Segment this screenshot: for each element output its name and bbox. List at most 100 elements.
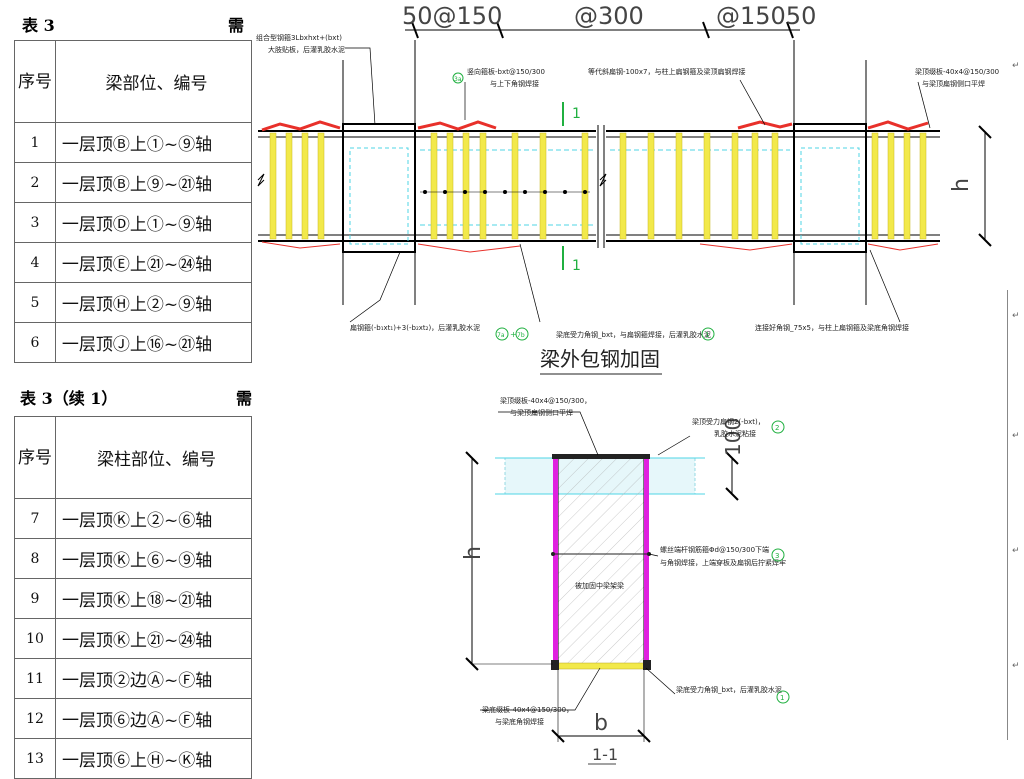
table-row[interactable]: 3 一层顶Ⓓ上①~⑨轴 xyxy=(14,202,253,243)
table-row[interactable]: 5 一层顶Ⓗ上②~⑨轴 xyxy=(14,282,253,323)
row-part: 一层顶Ⓚ上㉑~㉔轴 xyxy=(54,618,253,659)
note-top-plate-2: 与梁顶扁钢侧口平焊 xyxy=(510,408,573,417)
table3-header: 序号 梁部位、编号 xyxy=(14,40,253,123)
row-part: 一层顶Ⓔ上㉑~㉔轴 xyxy=(54,242,253,283)
badge-1 xyxy=(701,327,715,341)
note-bottom-angle: 梁底受力角钢_bxt，后灌乳胶水泥 xyxy=(676,685,782,694)
dim-tick xyxy=(496,21,504,39)
beam-section xyxy=(557,457,645,665)
table3-title-suffix: 需 xyxy=(228,16,245,35)
note-bottom-angle: 梁底受力角钢_bxt，与扁钢箍焊接，后灌乳胶水泥 xyxy=(556,330,711,339)
leader xyxy=(645,667,676,695)
table-row[interactable]: 10 一层顶Ⓚ上㉑~㉔轴 xyxy=(14,618,253,659)
table3-cont-title-suffix: 需 xyxy=(236,389,253,408)
section-inner-label: 被加固中梁架梁 xyxy=(575,581,624,590)
side-plate-left xyxy=(553,458,558,664)
note-top-plate-1: 梁顶缀板-40x4@150/300 xyxy=(915,67,999,76)
note-top-plate-1: 梁顶缀板-40x4@150/300， xyxy=(500,396,591,405)
section-view: 被加固中梁架梁 h 100 b 1-1 梁顶缀板-40x4@150/300， 与… xyxy=(461,396,790,765)
row-part: 一层顶Ⓚ上⑥~⑨轴 xyxy=(54,538,253,579)
row-no: 7 xyxy=(14,498,56,539)
table-row[interactable]: 12 一层顶⑥边Ⓐ~Ⓕ轴 xyxy=(14,698,253,739)
badge-2-label: 2 xyxy=(775,424,779,432)
row-part: 一层顶Ⓚ上②~⑥轴 xyxy=(54,498,253,539)
dim-mid: @300 xyxy=(574,2,644,30)
paragraph-mark-icon: ↵ xyxy=(1012,545,1020,555)
strip xyxy=(301,132,309,240)
dim-left: 50@150 xyxy=(402,2,502,30)
red-batten-plates xyxy=(261,120,929,132)
row-part: 一层顶⑥边Ⓐ~Ⓕ轴 xyxy=(54,698,253,739)
strip xyxy=(430,132,438,240)
badge-3a-label: 3a xyxy=(454,76,462,83)
table-row[interactable]: 1 一层顶Ⓑ上①~⑨轴 xyxy=(14,122,253,163)
row-no: 13 xyxy=(14,738,56,779)
note-bolt-1: 螺丝端杆钢筋箍Φd@150/300下端 xyxy=(660,545,769,554)
column-inner-outline xyxy=(349,147,409,245)
strip xyxy=(446,132,454,240)
h-dim-tick xyxy=(978,125,992,139)
note-batten-plate: 等代斜扁钢-100x7，与柱上扁钢箍及梁顶扁钢焊接 xyxy=(588,67,745,76)
leader xyxy=(349,251,401,323)
note-top-flat-2: 乳胶水泥粘接 xyxy=(714,429,756,438)
strip xyxy=(619,132,627,240)
side-plate-right xyxy=(644,458,649,664)
table3-cont-header: 序号 梁柱部位、编号 xyxy=(14,416,253,499)
table-row[interactable]: 4 一层顶Ⓔ上㉑~㉔轴 xyxy=(14,242,253,283)
row-no: 1 xyxy=(14,122,56,163)
leader xyxy=(498,411,599,456)
note-flat-hoop: 扁钢箍(-b₁xt₁)+3(-b₂xt₂)，后灌乳胶水泥 xyxy=(350,323,480,332)
table3-cont-title-text: 表 3（续 1） xyxy=(20,389,118,408)
table-row[interactable]: 8 一层顶Ⓚ上⑥~⑨轴 xyxy=(14,538,253,579)
row-no: 5 xyxy=(14,282,56,323)
strip xyxy=(539,132,547,240)
strip xyxy=(479,132,487,240)
badge-1-section-label: 1 xyxy=(780,694,784,702)
strip xyxy=(771,132,779,240)
note-top-flat-1: 梁顶受力扁钢2(-bxt)， xyxy=(692,417,765,426)
leader xyxy=(869,249,901,323)
leader xyxy=(739,79,766,126)
leader xyxy=(345,47,376,126)
row-part: 一层顶Ⓑ上⑨~㉑轴 xyxy=(54,162,253,203)
note-combo-steel-2: 大肢贴板，后灌乳胶水泥 xyxy=(268,45,345,54)
strip xyxy=(731,132,739,240)
bolt-end xyxy=(551,552,555,556)
badge-7b-label: 7b xyxy=(517,332,525,339)
row-no: 3 xyxy=(14,202,56,243)
note-vertical-strip-2: 与上下角钢焊接 xyxy=(490,79,539,88)
table-row[interactable]: 7 一层顶Ⓚ上②~⑥轴 xyxy=(14,498,253,539)
table-row[interactable]: 2 一层顶Ⓑ上⑨~㉑轴 xyxy=(14,162,253,203)
h-dim-tick xyxy=(978,233,992,247)
table-row[interactable]: 9 一层顶Ⓚ上⑱~㉑轴 xyxy=(14,578,253,619)
column-right xyxy=(793,123,867,253)
cad-drawing: 50@150 @300 @15050 xyxy=(256,2,999,765)
note-bolt-2: 与角钢焊接，上端穿板及扁钢后拧紧焊牢 xyxy=(660,558,786,567)
leader xyxy=(648,553,659,557)
dim-tick xyxy=(702,21,710,39)
row-no: 8 xyxy=(14,538,56,579)
batten-low xyxy=(867,243,939,251)
table-row[interactable]: 6 一层顶Ⓙ上⑯~㉑轴 xyxy=(14,322,253,363)
top-plate xyxy=(552,454,650,459)
leader xyxy=(480,667,601,711)
table-row[interactable]: 11 一层顶②边Ⓐ~Ⓕ轴 xyxy=(14,658,253,699)
column-left xyxy=(342,123,416,253)
row-part: 一层顶Ⓓ上①~⑨轴 xyxy=(54,202,253,243)
row-part: 一层顶⑥上Ⓗ~Ⓚ轴 xyxy=(54,738,253,779)
section-caption: 1-1 xyxy=(592,745,618,764)
header-no: 序号 xyxy=(14,40,56,123)
red-lower-lines xyxy=(261,241,939,253)
table-row[interactable]: 13 一层顶⑥上Ⓗ~Ⓚ轴 xyxy=(14,738,253,779)
dim-100-tick xyxy=(725,451,739,465)
bolt-dots xyxy=(423,190,587,194)
strip xyxy=(903,132,911,240)
note-vertical-strip-1: 竖向箍板-bxt@150/300 xyxy=(467,67,545,76)
row-part: 一层顶Ⓙ上⑯~㉑轴 xyxy=(54,322,253,363)
strip xyxy=(703,132,711,240)
paragraph-mark-icon: ↵ xyxy=(1012,660,1020,670)
badge-1-section xyxy=(776,690,790,704)
dim-100-tick xyxy=(725,487,739,501)
batten xyxy=(737,120,793,130)
batten-low xyxy=(261,241,341,249)
